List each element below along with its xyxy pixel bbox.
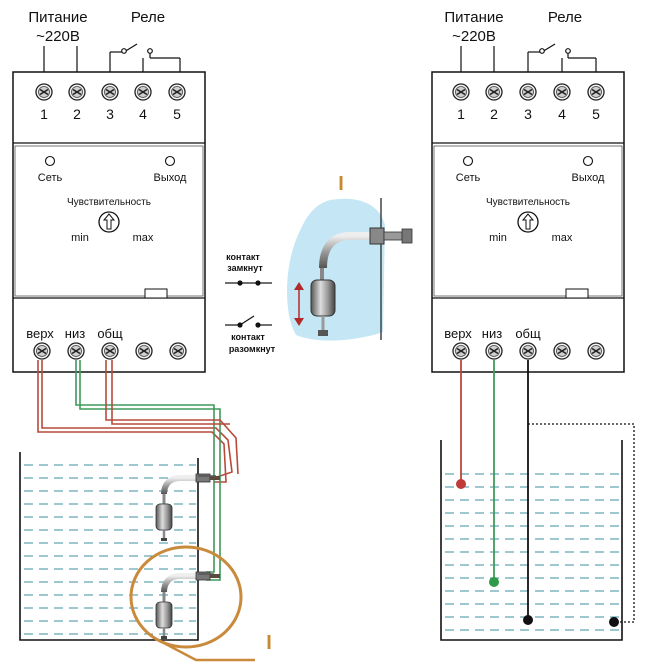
left-bottom-label-common: общ: [97, 326, 123, 341]
left-net-label: Сеть: [38, 172, 63, 184]
center-detail: I контакт замкнут: [225, 173, 413, 354]
left-min-label: min: [71, 232, 89, 244]
right-terminal-1: 1: [457, 106, 465, 122]
right-power-label: Питание: [444, 9, 503, 26]
right-bottom-label-common: общ: [515, 326, 541, 341]
right-terminal-4: 4: [558, 106, 566, 122]
right-electrode-low: [489, 577, 499, 587]
right-bottom-label-top: верх: [444, 326, 472, 341]
tank-roman-label: I: [266, 632, 272, 654]
left-terminal-1: 1: [40, 106, 48, 122]
float-travel-arrow-icon: [294, 282, 304, 326]
right-tank: [440, 360, 635, 641]
left-terminal-2: 2: [73, 106, 81, 122]
right-device: Питание ~220В Реле 1 2 3 4 5: [431, 9, 625, 373]
right-output-led: [582, 155, 594, 167]
left-sensitivity-knob-icon[interactable]: [98, 211, 120, 233]
lower-float-sensor: [156, 572, 220, 639]
right-relay-contact-icon: [527, 43, 597, 72]
right-output-label: Выход: [572, 172, 605, 184]
right-terminal-5: 5: [592, 106, 600, 122]
left-terminal-3: 3: [106, 106, 114, 122]
left-max-label: max: [133, 232, 154, 244]
left-wire-low-green: [75, 360, 215, 573]
left-output-led: [164, 155, 176, 167]
right-tank-ground-dotted-wire: [528, 423, 635, 623]
contact-open-line2: разомкнут: [229, 344, 276, 354]
contact-closed-line1: контакт: [226, 252, 260, 262]
right-terminal-2: 2: [490, 106, 498, 122]
contact-closed-line2: замкнут: [227, 263, 263, 273]
contact-open-line1: контакт: [231, 332, 265, 342]
left-bottom-label-top: верх: [26, 326, 54, 341]
right-tank-ground-point: [609, 617, 619, 627]
right-sensitivity-knob-icon[interactable]: [517, 211, 539, 233]
right-net-led: [462, 155, 474, 167]
float-sensor-detail: [310, 198, 413, 340]
right-voltage-label: ~220В: [452, 28, 496, 45]
right-sensitivity-label: Чувствительность: [486, 197, 570, 208]
left-relay-label: Реле: [131, 9, 165, 26]
right-tank-water: [445, 473, 620, 631]
left-sensitivity-label: Чувствительность: [67, 197, 151, 208]
left-relay-contact-icon: [109, 43, 181, 72]
left-wire-top-red: [41, 360, 233, 479]
right-electrode-common: [523, 615, 533, 625]
left-voltage-label: ~220В: [36, 28, 80, 45]
center-roman-label: I: [338, 173, 344, 195]
contact-closed-symbol-icon: [225, 280, 272, 286]
right-bottom-label-low: низ: [482, 326, 502, 341]
left-net-led: [44, 155, 56, 167]
right-max-label: max: [552, 232, 573, 244]
left-power-label: Питание: [28, 9, 87, 26]
left-terminal-4: 4: [139, 106, 147, 122]
left-output-label: Выход: [154, 172, 187, 184]
highlight-circle: [129, 545, 243, 649]
left-bottom-label-low: низ: [65, 326, 85, 341]
left-tank: I: [19, 360, 272, 662]
right-relay-label: Реле: [548, 9, 582, 26]
contact-open-symbol-icon: [225, 315, 272, 328]
left-terminal-5: 5: [173, 106, 181, 122]
upper-float-sensor: [156, 474, 220, 541]
right-electrode-top: [456, 479, 466, 489]
right-terminal-3: 3: [524, 106, 532, 122]
right-min-label: min: [489, 232, 507, 244]
left-device: Питание ~220В Реле 1 2 3 4 5: [12, 9, 206, 373]
right-net-label: Сеть: [456, 172, 481, 184]
